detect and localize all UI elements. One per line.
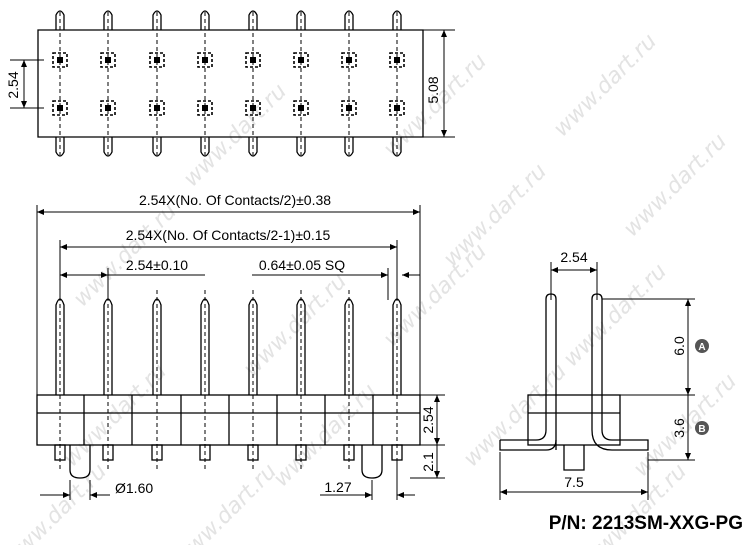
- smt-pitch-label: 1.27: [324, 479, 351, 495]
- top-pad: [100, 52, 116, 68]
- outer-pin-span-label: 2.54X(No. Of Contacts/2-1)±0.15: [126, 227, 331, 243]
- watermark-text: www.dart.ru: [59, 359, 172, 472]
- side-pitch-label: 2.54: [560, 249, 587, 265]
- watermark-text: www.dart.ru: [439, 159, 552, 272]
- top-pitch-label: 2.54: [5, 71, 21, 98]
- top-pin-upper: [392, 10, 402, 30]
- top-pin-lower: [152, 137, 162, 157]
- top-pin-lower: [392, 137, 402, 157]
- top-pin-lower: [55, 137, 65, 157]
- front-pitch-label: 2.54±0.10: [126, 257, 188, 273]
- part-number: P/N: 2213SM-XXG-PG: [549, 513, 743, 534]
- watermark-text: www.dart.ru: [239, 269, 352, 382]
- top-row-span-label: 5.08: [425, 76, 441, 103]
- watermark-text: www.dart.ru: [0, 459, 112, 545]
- side-pin-right: [591, 293, 649, 451]
- watermark-text: www.dart.ru: [69, 199, 182, 312]
- top-view-pins: [52, 10, 405, 157]
- footprint-width-label: 7.5: [564, 474, 584, 490]
- top-pin-upper: [55, 10, 65, 30]
- top-pad: [197, 100, 213, 116]
- side-pin-left: [545, 293, 557, 450]
- top-pad: [245, 52, 261, 68]
- body-height-label: 2.54: [420, 406, 436, 433]
- top-pad: [389, 100, 405, 116]
- top-pad: [52, 100, 68, 116]
- watermark-text: www.dart.ru: [549, 29, 662, 142]
- badge-b: [695, 421, 709, 435]
- top-pin-lower: [103, 137, 113, 157]
- watermark-text: www.dart.ru: [459, 359, 572, 472]
- top-pad: [52, 52, 68, 68]
- watermark-text: www.dart.ru: [619, 129, 732, 242]
- watermark-text: www.dart.ru: [559, 259, 672, 372]
- top-pin-lower: [248, 137, 258, 157]
- top-pin-lower: [200, 137, 210, 157]
- top-pin-upper: [296, 10, 306, 30]
- side-view: 2.54 6.0 3.6 A B 7.5: [499, 249, 709, 500]
- top-pad: [100, 100, 116, 116]
- watermark-text: www.dart.ru: [379, 239, 492, 352]
- top-pin-lower: [296, 137, 306, 157]
- top-pin-upper: [103, 10, 113, 30]
- top-pin-upper: [200, 10, 210, 30]
- top-view-outline: [37, 29, 424, 138]
- top-pad: [341, 100, 357, 116]
- top-pad: [389, 52, 405, 68]
- top-pad: [293, 52, 309, 68]
- top-pin-lower: [344, 137, 354, 157]
- pin-size-label: 0.64±0.05 SQ: [259, 257, 345, 273]
- top-pad: [293, 100, 309, 116]
- top-pin-upper: [248, 10, 258, 30]
- side-peg: [563, 445, 585, 471]
- front-view: 2.54X(No. Of Contacts/2)±0.38 2.54X(No. …: [36, 192, 445, 500]
- top-pad: [245, 100, 261, 116]
- side-housing: [527, 394, 621, 446]
- top-pad: [149, 100, 165, 116]
- left-peg: [69, 445, 91, 479]
- watermark-text: www.dart.ru: [169, 459, 282, 545]
- top-view: 2.54 5.08: [5, 10, 455, 157]
- top-pad: [197, 52, 213, 68]
- badge-a-label: A: [698, 342, 705, 353]
- pin-length-label: 6.0: [671, 336, 687, 356]
- top-pad: [149, 52, 165, 68]
- overall-length-label: 2.54X(No. Of Contacts/2)±0.38: [139, 192, 331, 208]
- lower-length-label: 3.6: [671, 418, 687, 438]
- badge-a: [695, 339, 709, 353]
- badge-b-label: B: [698, 424, 705, 435]
- right-peg: [361, 445, 383, 479]
- front-housing-segments: [83, 395, 374, 445]
- top-pad: [341, 52, 357, 68]
- top-pin-upper: [344, 10, 354, 30]
- peg-diameter-label: Ø1.60: [115, 480, 153, 496]
- watermark-text: www.dart.ru: [179, 79, 292, 192]
- top-pin-upper: [152, 10, 162, 30]
- lower-height-label: 2.1: [420, 452, 436, 472]
